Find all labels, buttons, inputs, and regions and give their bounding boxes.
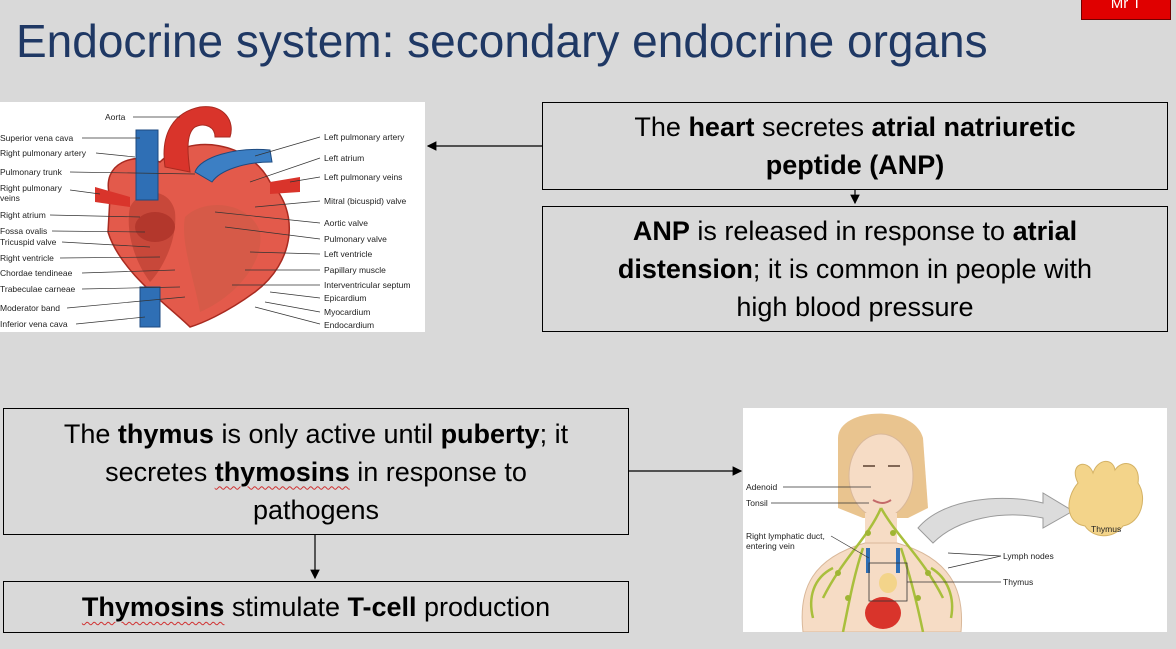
thymus-box-line-3: pathogens [252, 494, 380, 525]
label-aorta: Aorta [105, 112, 126, 122]
anp-box-line-3: high blood pressure [736, 292, 974, 322]
anp-release-box: ANP is released in response to atrial di… [542, 206, 1168, 332]
label-left-atrium: Left atrium [324, 153, 364, 163]
slide-title: Endocrine system: secondary endocrine or… [16, 15, 988, 67]
label-thymus: Thymus [1003, 577, 1033, 587]
heart-box-line-2: peptide (ANP) [765, 150, 945, 180]
label-trabeculae-carneae: Trabeculae carneae [0, 284, 76, 294]
label-left-pulmonary-veins: Left pulmonary veins [324, 172, 402, 182]
label-lymph-nodes: Lymph nodes [1003, 551, 1054, 561]
label-tricuspid-valve: Tricuspid valve [0, 237, 57, 247]
heart-diagram: Superior vena cava Right pulmonary arter… [0, 102, 425, 332]
thymosins-box: Thymosins stimulate T-cell production [3, 581, 629, 633]
label-interventricular-septum: Interventricular septum [324, 280, 410, 290]
label-right-ventricle: Right ventricle [0, 253, 54, 263]
label-pulmonary-valve: Pulmonary valve [324, 234, 387, 244]
anp-box-line-2: distension; it is common in people with [617, 254, 1093, 284]
label-chordae-tendineae: Chordae tendineae [0, 268, 73, 278]
label-myocardium: Myocardium [324, 307, 370, 317]
label-inferior-vena-cava: Inferior vena cava [0, 319, 68, 329]
thymus-box: The thymus is only active until puberty;… [3, 408, 629, 535]
heart-secretes-box: The heart secretes atrial natriuretic pe… [542, 102, 1168, 190]
label-right-pulmonary: Right pulmonary [0, 183, 63, 193]
label-mitral-valve: Mitral (bicuspid) valve [324, 196, 406, 206]
thymus-diagram: Adenoid Tonsil Right lymphatic duct, ent… [743, 408, 1167, 632]
label-thymus-enlarged: Thymus [1091, 524, 1121, 534]
label-entering-vein: entering vein [746, 541, 795, 551]
heart-box-line-1: The heart secretes atrial natriuretic [634, 112, 1076, 142]
label-veins: veins [0, 193, 20, 203]
thymus-box-line-1: The thymus is only active until puberty;… [63, 418, 569, 449]
label-right-atrium: Right atrium [0, 210, 46, 220]
label-moderator-band: Moderator band [0, 303, 60, 313]
label-left-ventricle: Left ventricle [324, 249, 372, 259]
label-endocardium: Endocardium [324, 320, 374, 330]
anp-box-line-1: ANP is released in response to atrial [632, 216, 1078, 246]
author-badge: Mr T [1081, 0, 1171, 20]
label-tonsil: Tonsil [746, 498, 768, 508]
label-right-lymphatic-duct: Right lymphatic duct, [746, 531, 825, 541]
thymosins-box-line: Thymosins stimulate T-cell production [81, 592, 551, 622]
label-pulmonary-trunk: Pulmonary trunk [0, 167, 63, 177]
label-papillary-muscle: Papillary muscle [324, 265, 386, 275]
label-adenoid: Adenoid [746, 482, 777, 492]
label-fossa-ovalis: Fossa ovalis [0, 226, 47, 236]
label-left-pulmonary-artery: Left pulmonary artery [324, 132, 405, 142]
label-superior-vena-cava: Superior vena cava [0, 133, 74, 143]
label-right-pulmonary-artery: Right pulmonary artery [0, 148, 87, 158]
label-aortic-valve: Aortic valve [324, 218, 368, 228]
thymus-box-line-2: secretes thymosins in response to [105, 456, 527, 487]
label-epicardium: Epicardium [324, 293, 367, 303]
